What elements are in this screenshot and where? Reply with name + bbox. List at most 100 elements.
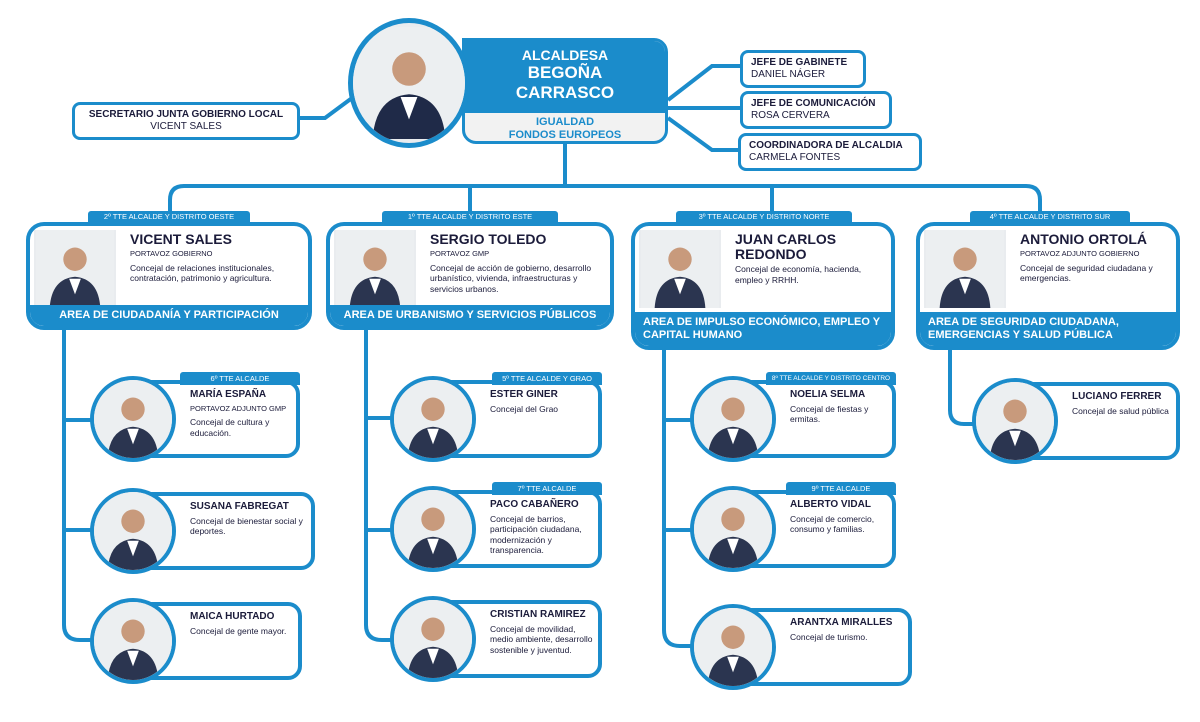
person-photo <box>90 376 176 462</box>
person-photo-icon <box>94 380 172 458</box>
councillor-tab: 9º TTE ALCALDE <box>786 482 896 495</box>
area-tab: 1º TTE ALCALDE Y DISTRITO ESTE <box>382 211 558 223</box>
person-name: MAICA HURTADO <box>190 611 275 622</box>
mayor-area-1: IGUALDAD <box>535 116 595 128</box>
councillor-tab: 8º TTE ALCALDE Y DISTRITO CENTRO <box>766 372 896 385</box>
person-name: SERGIO TOLEDO <box>430 231 547 247</box>
staff-name: VICENT SALES <box>150 121 222 132</box>
person-name: CRISTIAN RAMIREZ <box>490 609 586 620</box>
person-name: ANTONIO ORTOLÁ <box>1020 231 1148 247</box>
person-name: PACO CABAÑERO <box>490 499 579 510</box>
person-photo <box>690 486 776 572</box>
area-card-4: ANTONIO ORTOLÁ PORTAVOZ ADJUNTO GOBIERNO C… <box>916 222 1180 350</box>
mayor-name-2: CARRASCO <box>515 83 615 102</box>
area-card-text: VICENT SALES PORTAVOZ GOBIERNO Concejal de… <box>130 232 302 284</box>
councillor-card: MAICA HURTADO Concejal de gente mayor. <box>90 598 302 686</box>
person-role: PORTAVOZ ADJUNTO GOBIERNO <box>1020 249 1140 258</box>
councillor-card: 9º TTE ALCALDE ALBERTO VIDAL Concejal de c… <box>690 482 896 574</box>
person-photo-icon <box>94 602 172 680</box>
person-photo <box>690 376 776 462</box>
person-photo-icon <box>353 27 465 139</box>
person-photo-icon <box>694 490 772 568</box>
mayor-photo <box>348 18 470 148</box>
person-photo-icon <box>394 490 472 568</box>
person-photo <box>390 376 476 462</box>
area-tab: 2º TTE ALCALDE Y DISTRITO OESTE <box>88 211 250 223</box>
person-description: Concejal de turismo. <box>790 631 868 642</box>
councillor-text: MAICA HURTADO Concejal de gente mayor. <box>190 611 296 636</box>
person-description: Concejal de economía, hacienda, empleo y… <box>735 264 862 285</box>
area-name: AREA DE IMPULSO ECONÓMICO, EMPLEO Y CAPI… <box>635 312 891 346</box>
person-photo <box>34 230 116 308</box>
councillor-tab: 6º TTE ALCALDE <box>180 372 300 385</box>
person-role: PORTAVOZ GOBIERNO <box>130 249 213 258</box>
staff-role: JEFE DE GABINETE <box>751 57 848 68</box>
area-name: AREA DE SEGURIDAD CIUDADANA, EMERGENCIAS… <box>920 312 1176 346</box>
person-name: SUSANA FABREGAT <box>190 501 289 512</box>
person-photo-icon <box>336 230 414 308</box>
person-role: PORTAVOZ ADJUNTO GMP <box>190 403 287 413</box>
area-name: AREA DE CIUDADANÍA Y PARTICIPACIÓN <box>30 305 308 326</box>
person-role: PORTAVOZ GMP <box>430 249 490 258</box>
area-card-2: SERGIO TOLEDO PORTAVOZ GMP Concejal de acc… <box>326 222 614 330</box>
area-tab: 4º TTE ALCALDE Y DISTRITO SUR <box>970 211 1130 223</box>
person-description: Concejal del Grao <box>490 403 559 414</box>
person-description: Concejal de movilidad, medio ambiente, d… <box>490 623 593 655</box>
staff-role: SECRETARIO JUNTA GOBIERNO LOCAL <box>88 109 284 120</box>
person-photo <box>334 230 416 308</box>
person-photo-icon <box>94 492 172 570</box>
councillor-text: PACO CABAÑERO Concejal de barrios, partic… <box>490 499 596 556</box>
person-photo <box>90 598 176 684</box>
person-photo <box>972 378 1058 464</box>
person-description: Concejal de barrios, participación ciuda… <box>490 513 582 556</box>
person-photo-icon <box>976 382 1054 460</box>
person-photo <box>924 230 1006 308</box>
person-description: Concejal de acción de gobierno, desarrol… <box>430 262 592 294</box>
person-name: ESTER GINER <box>490 389 558 400</box>
staff-role: COORDINADORA DE ALCALDIA <box>749 140 903 151</box>
person-name: NOELIA SELMA <box>790 389 866 400</box>
area-card-text: SERGIO TOLEDO PORTAVOZ GMP Concejal de acc… <box>430 232 604 294</box>
person-name: ALBERTO VIDAL <box>790 499 871 510</box>
person-photo <box>390 596 476 682</box>
person-photo <box>690 604 776 690</box>
councillor-text: ESTER GINER Concejal del Grao <box>490 389 596 414</box>
person-photo <box>390 486 476 572</box>
person-photo-icon <box>694 380 772 458</box>
mayor-card: ALCALDESA BEGOÑA CARRASCO IGUALDAD FONDO… <box>462 38 668 144</box>
mayor-title: ALCALDESA <box>521 47 609 63</box>
person-photo-icon <box>36 230 114 308</box>
person-photo-icon <box>926 230 1004 308</box>
person-description: Concejal de comercio, consumo y familias… <box>790 513 875 535</box>
person-description: Concejal de relaciones institucionales, … <box>130 262 275 284</box>
councillor-card: CRISTIAN RAMIREZ Concejal de movilidad, m… <box>390 596 602 684</box>
staff-name: CARMELA FONTES <box>749 152 841 163</box>
person-photo-icon <box>641 230 719 308</box>
mayor-area-2: FONDOS EUROPEOS <box>508 129 622 141</box>
person-description: Concejal de seguridad ciudadana y emerge… <box>1020 262 1153 284</box>
person-photo <box>639 230 721 308</box>
person-photo-icon <box>394 380 472 458</box>
staff-name: DANIEL NÁGER <box>751 69 826 80</box>
person-photo-icon <box>394 600 472 678</box>
councillor-card: 8º TTE ALCALDE Y DISTRITO CENTRO NOELIA S… <box>690 372 896 464</box>
councillor-text: ALBERTO VIDAL Concejal de comercio, consu… <box>790 499 890 535</box>
person-name: JUAN CARLOS REDONDO <box>735 231 837 262</box>
area-name: AREA DE URBANISMO Y SERVICIOS PÚBLICOS <box>330 305 610 326</box>
person-description: Concejal de gente mayor. <box>190 625 287 636</box>
mayor-name-1: BEGOÑA <box>527 63 603 82</box>
person-name: VICENT SALES <box>130 231 232 247</box>
